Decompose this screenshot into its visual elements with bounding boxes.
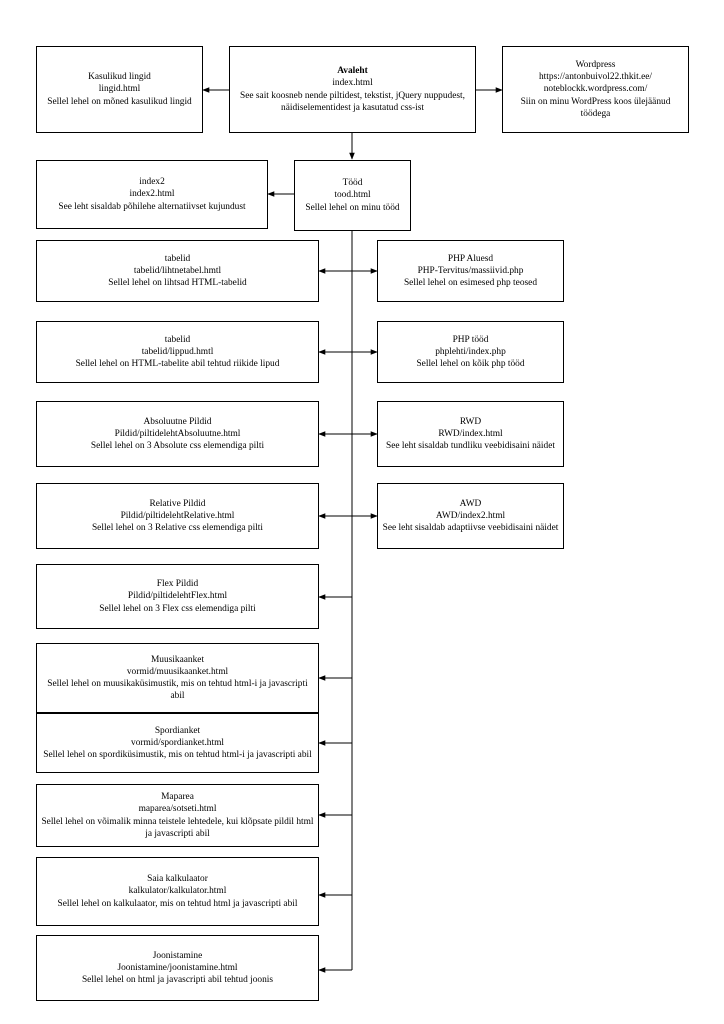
node-desc: See leht sisaldab adaptiivse veebidisain… (382, 523, 559, 534)
node-file: index.html (332, 78, 373, 89)
node-desc: Sellel lehel on html ja javascripti abil… (81, 975, 274, 986)
node-title: PHP Aluesd (447, 253, 494, 264)
node-flex-pildid: Flex Pildid Pildid/piltidelehtFlex.html … (36, 564, 319, 629)
node-desc: Sellel lehel on kalkulaator, mis on teht… (57, 898, 298, 909)
node-desc: Sellel lehel on 3 Relative css elemendig… (91, 523, 264, 534)
node-title: Flex Pildid (156, 579, 199, 590)
node-kasulikud-lingid: Kasulikud lingid lingid.html Sellel lehe… (36, 46, 203, 133)
node-desc: Sellel lehel on minu tööd (305, 202, 400, 213)
node-file: tood.html (334, 190, 371, 201)
node-file: vormid/spordianket.html (131, 737, 224, 748)
node-joonistamine: Joonistamine Joonistamine/joonistamine.h… (36, 935, 319, 1001)
node-desc: Sellel lehel on lihtsad HTML-tabelid (108, 278, 247, 289)
node-muusikaanket: Muusikaanket vormid/muusikaanket.html Se… (36, 643, 319, 713)
node-file: AWD/index2.html (435, 510, 506, 521)
node-wordpress: Wordpress https://antonbuivol22.thkit.ee… (502, 46, 689, 133)
node-desc: Sellel lehel on mõned kasulikud lingid (47, 96, 192, 107)
node-php-alused: PHP Aluesd PHP-Tervitus/massiivid.php Se… (377, 240, 564, 302)
node-file: Pildid/piltidelehtRelative.html (120, 510, 235, 521)
node-title: Avaleht (337, 66, 368, 77)
node-desc: Sellel lehel on muusikaküsimustik, mis o… (47, 679, 308, 702)
node-file: Pildid/piltidelehtFlex.html (127, 591, 228, 602)
node-relative-pildid: Relative Pildid Pildid/piltidelehtRelati… (36, 483, 319, 549)
node-desc: See leht sisaldab põhilehe alternatiivse… (58, 201, 246, 212)
node-title: Kasulikud lingid (88, 72, 151, 83)
node-desc: Sellel lehel on 3 Absolute css elemendig… (90, 441, 265, 452)
node-awd: AWD AWD/index2.html See leht sisaldab ad… (377, 483, 564, 549)
node-tabelid-lippud: tabelid tabelid/lippud.hmtl Sellel lehel… (36, 321, 319, 383)
node-desc: Siin on minu WordPress koos ülejäänud tö… (520, 96, 671, 119)
node-title: PHP tööd (452, 334, 489, 345)
node-desc: See leht sisaldab tundliku veebidisaini … (386, 441, 555, 452)
node-title: Tööd (342, 178, 363, 189)
node-maparea: Maparea maparea/sotseti.html Sellel lehe… (36, 784, 319, 847)
node-file: phplehti/index.php (435, 346, 506, 357)
node-desc: Sellel lehel on võimalik minna teistele … (41, 816, 314, 839)
node-file: Joonistamine/joonistamine.html (117, 962, 238, 973)
node-file: tabelid/lippud.hmtl (141, 346, 214, 357)
node-title: AWD (459, 498, 482, 509)
node-title: Absoluutne Pildid (143, 416, 212, 427)
node-desc: Sellel lehel on kõik php tööd (416, 359, 525, 370)
node-file: Pildid/piltidelehtAbsoluutne.html (114, 428, 241, 439)
node-title: Saia kalkulaator (147, 874, 208, 885)
node-title: RWD (459, 416, 482, 427)
node-title: Relative Pildid (149, 498, 206, 509)
node-saia-kalkulaator: Saia kalkulaator kalkulator/kalkulator.h… (36, 857, 319, 926)
node-title: index2 (139, 177, 165, 188)
node-file: lingid.html (98, 84, 141, 95)
node-spordianket: Spordianket vormid/spordianket.html Sell… (36, 713, 319, 773)
node-title: tabelid (164, 253, 191, 264)
node-desc: Sellel lehel on 3 Flex css elemendiga pi… (99, 603, 256, 614)
node-title: Maparea (161, 792, 194, 803)
node-title: tabelid (164, 334, 191, 345)
node-absoluutne-pildid: Absoluutne Pildid Pildid/piltidelehtAbso… (36, 401, 319, 467)
node-title: Joonistamine (152, 950, 203, 961)
node-desc: See sait koosneb nende piltidest, teksti… (240, 90, 465, 113)
node-title: Muusikaanket (150, 654, 205, 665)
node-title: Spordianket (154, 725, 201, 736)
node-file: vormid/muusikaanket.html (126, 666, 229, 677)
node-file: maparea/sotseti.html (138, 804, 217, 815)
node-rwd: RWD RWD/index.html See leht sisaldab tun… (377, 401, 564, 467)
node-file: index2.html (129, 189, 175, 200)
node-file: PHP-Tervitus/massiivid.php (417, 265, 524, 276)
node-file: kalkulator/kalkulator.html (128, 886, 227, 897)
node-php-tood: PHP tööd phplehti/index.php Sellel lehel… (377, 321, 564, 383)
node-tood: Tööd tood.html Sellel lehel on minu tööd (294, 160, 411, 231)
node-index2: index2 index2.html See leht sisaldab põh… (36, 160, 268, 229)
node-desc: Sellel lehel on HTML-tabelite abil tehtu… (75, 359, 280, 370)
node-avaleht: Avaleht index.html See sait koosneb nend… (229, 46, 476, 133)
node-tabelid-lihtne: tabelid tabelid/lihtnetabel.hmtl Sellel … (36, 240, 319, 302)
node-desc: Sellel lehel on esimesed php teosed (403, 278, 538, 289)
node-file: tabelid/lihtnetabel.hmtl (133, 265, 222, 276)
node-desc: Sellel lehel on spordiküsimustik, mis on… (43, 750, 312, 761)
node-title: Wordpress (575, 59, 616, 70)
node-file: https://antonbuivol22.thkit.ee/ notebloc… (538, 72, 652, 95)
node-file: RWD/index.html (438, 428, 503, 439)
